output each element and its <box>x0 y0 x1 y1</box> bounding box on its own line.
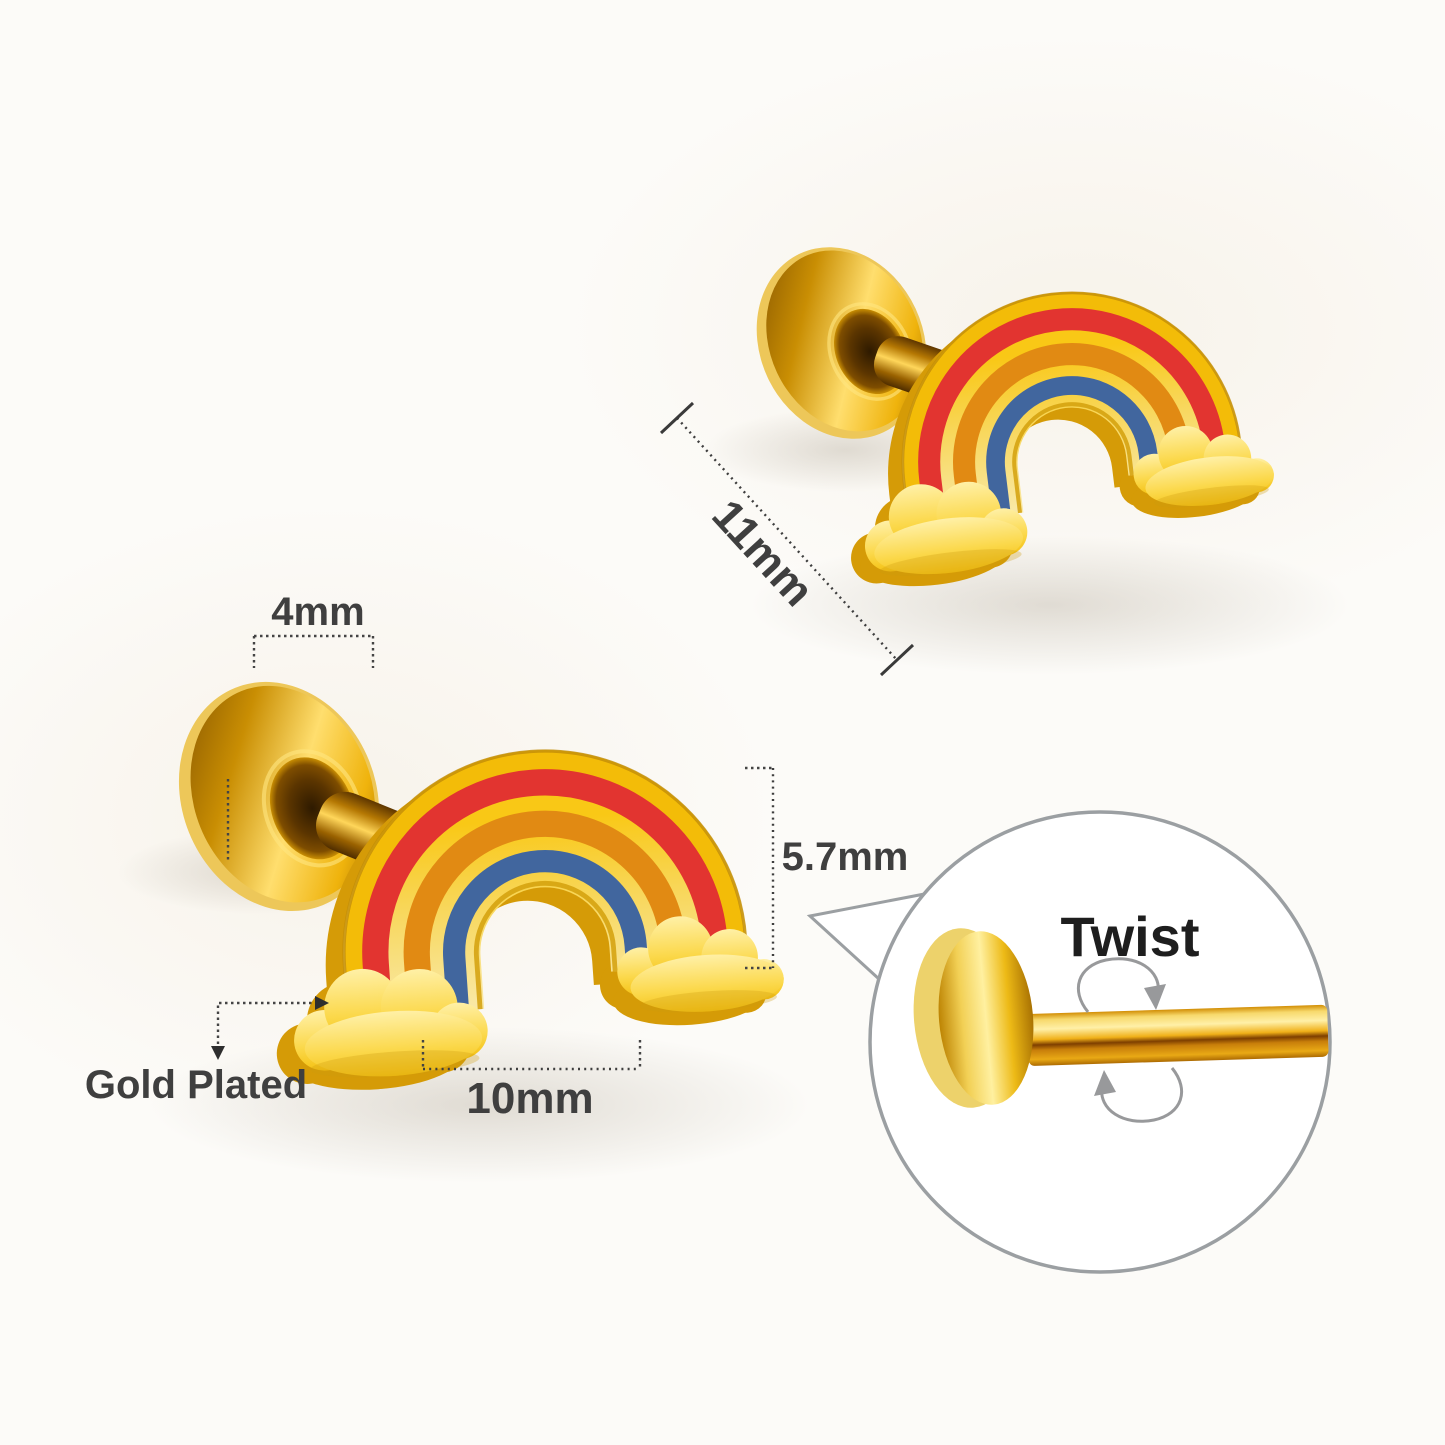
plating-arrow-right <box>315 996 329 1010</box>
back-diameter-label: 4mm <box>271 590 364 634</box>
inset-post <box>1027 1004 1329 1066</box>
curved-arrow-ccw-icon <box>1100 1067 1184 1123</box>
inset-disc-face <box>938 931 1034 1105</box>
curved-arrow-cw-head <box>1144 984 1166 1010</box>
overall-length-tick-bottom <box>879 643 915 677</box>
shadow-top-earring <box>750 535 1350 675</box>
annotation-charm-width: 10mm <box>421 1040 642 1123</box>
curved-arrow-cw-icon <box>1076 957 1160 1013</box>
plating-arrow-down <box>211 1046 225 1060</box>
annotation-charm-height: 5.7mm <box>745 766 909 970</box>
overall-length-tick-top <box>659 401 695 435</box>
annotation-plating: Gold Plated <box>85 996 329 1107</box>
twist-label: Twist <box>1061 905 1200 968</box>
plating-label: Gold Plated <box>85 1063 307 1107</box>
annotation-back-diameter: 4mm <box>226 590 375 862</box>
twist-inset: Twist <box>806 810 1332 1274</box>
charm-width-label: 10mm <box>466 1074 593 1123</box>
curved-arrow-ccw-head <box>1094 1070 1116 1096</box>
charm-height-label: 5.7mm <box>782 835 909 879</box>
